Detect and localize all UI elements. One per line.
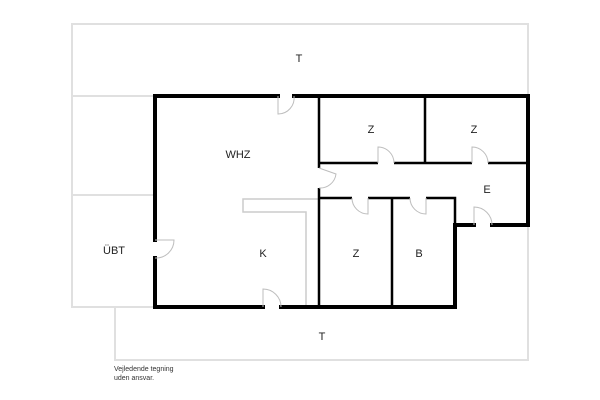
kitchen-counter bbox=[242, 198, 319, 307]
room-label-bathroom: B bbox=[415, 248, 423, 260]
room-label-roofed-terrace: ÜBT bbox=[103, 245, 125, 257]
room-label-kitchen: K bbox=[259, 248, 267, 260]
room-label-hallway: E bbox=[483, 184, 491, 196]
disclaimer-line-1: Vejledende tegning bbox=[114, 366, 174, 373]
room-label-terrace-top: T bbox=[295, 53, 303, 65]
disclaimer-line-2: uden ansvar. bbox=[114, 375, 155, 382]
terrace-outline bbox=[71, 23, 529, 361]
room-label-room-3: Z bbox=[352, 248, 360, 260]
disclaimer-note: Vejledende tegning uden ansvar. bbox=[114, 365, 174, 383]
interior-walls bbox=[317, 96, 528, 307]
doors bbox=[154, 95, 493, 308]
exterior-walls bbox=[153, 94, 530, 309]
room-label-terrace-bottom: T bbox=[318, 331, 326, 343]
room-label-room-2: Z bbox=[470, 124, 478, 136]
room-label-room-1: Z bbox=[367, 124, 375, 136]
room-label-living-room: WHZ bbox=[225, 149, 251, 161]
